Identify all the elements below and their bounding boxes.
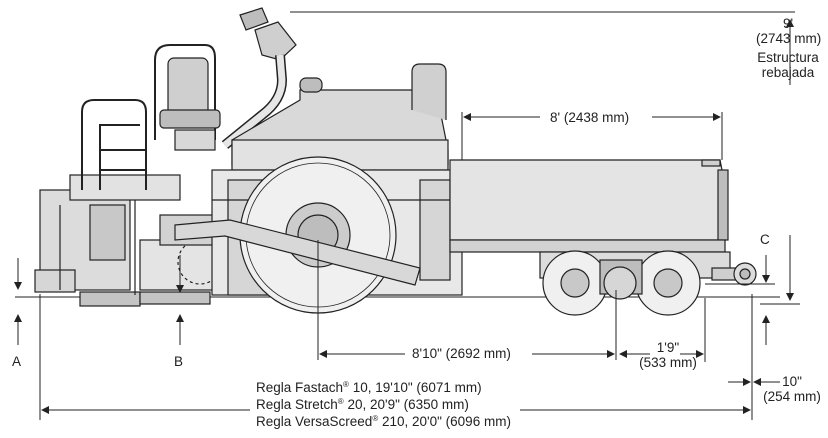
screed-spec-list: Regla Fastach® 10, 19'10" (6071 mm) Regl… [256,379,511,430]
front-overhang-mm-text: (254 mm) [763,389,821,404]
screed-spec-fastach: Regla Fastach® 10, 19'10" (6071 mm) [256,380,482,395]
front-overhang-label: 10" (254 mm) [760,374,824,404]
hopper-length-label: 8' (2438 mm) [550,110,630,125]
label-b: B [174,354,184,369]
rear-overhang-label: 1'9" (533 mm) [630,340,706,370]
tow-arm [174,219,421,286]
lowered-structure-label-2: rebajada [761,65,815,80]
screed-spec-stretch: Regla Stretch® 20, 20'9" (6350 mm) [256,397,469,412]
operator-railing [81,99,147,190]
operator-seat [154,44,221,151]
screed-spec-versascreed: Regla VersaScreed® 210, 20'0" (6096 mm) [256,414,511,429]
hopper [449,159,729,253]
screed-assembly [34,174,231,307]
height-ft-text: 9' [782,16,794,31]
front-bogie-tires [539,250,731,316]
height-dimension-label: 9' (2743 mm) Estructura rebajada [756,16,822,80]
control-console [221,7,297,149]
rear-overhang-ft-text: 1'9" [656,340,680,355]
lowered-structure-label-1: Estructura [757,50,819,65]
paver-machine [15,7,780,316]
height-mm-text: (2743 mm) [756,31,822,46]
dimension-lines [14,11,800,420]
push-roller [711,262,757,286]
front-overhang-ft-text: 10" [782,374,802,389]
label-a: A [12,354,22,369]
rear-overhang-mm-text: (533 mm) [639,355,697,370]
wheelbase-label: 8'10" (2692 mm) [412,346,511,361]
label-c: C [760,232,770,247]
